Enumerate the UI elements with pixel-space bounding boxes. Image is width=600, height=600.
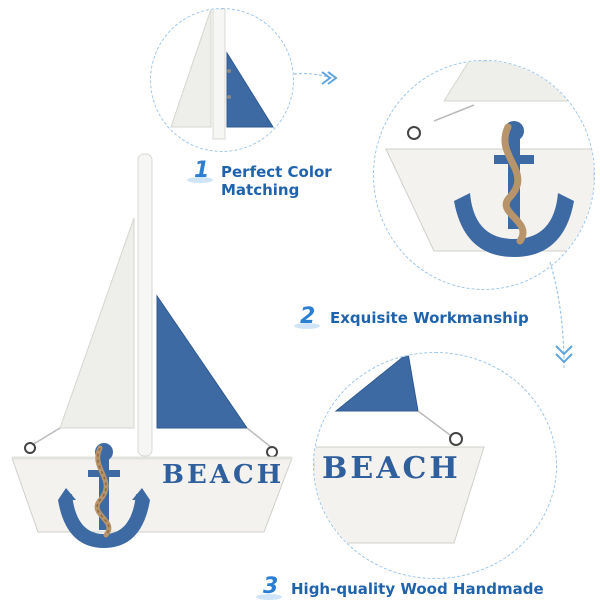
arrow-down-icon — [549, 261, 573, 369]
feature-label: High-quality Wood Handmade — [291, 580, 544, 598]
white-sail — [59, 217, 135, 429]
detail-circle-anchor — [373, 60, 595, 290]
feature-label: Exquisite Workmanship — [330, 309, 529, 327]
anchor-icon — [58, 443, 150, 548]
blue-sail — [156, 294, 248, 429]
hull-beach-label: BEACH — [162, 460, 285, 490]
feature-number: 2 — [300, 304, 316, 329]
detail-circle-sails — [150, 8, 294, 152]
mast — [137, 153, 153, 457]
feature-line: Matching — [221, 181, 300, 199]
feature-label: Perfect Color Matching — [221, 163, 332, 199]
feature-line: Perfect Color — [221, 163, 332, 181]
sailboat-figure: BEACH — [11, 153, 293, 548]
detail-beach-label: BEACH — [322, 451, 461, 486]
sailboat-drawing — [11, 153, 293, 548]
detail-circle-beach: BEACH — [313, 352, 557, 579]
feature-number: 1 — [194, 158, 210, 183]
feature-number: 3 — [263, 574, 279, 599]
arrow-icon — [293, 71, 338, 85]
